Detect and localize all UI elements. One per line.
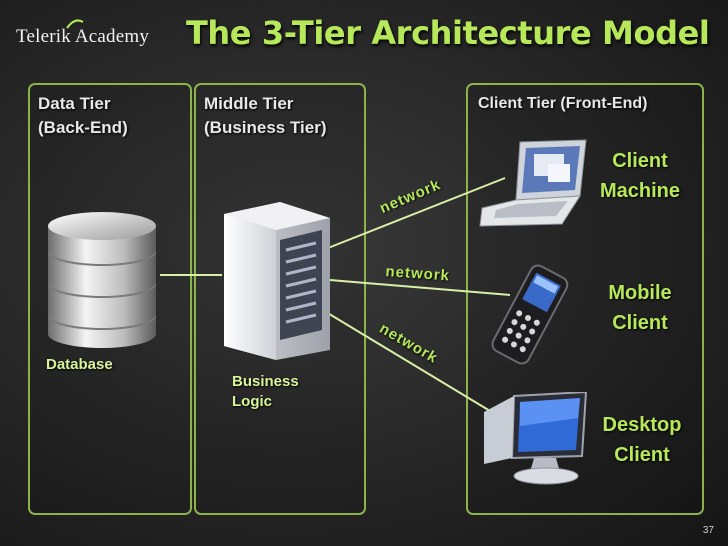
desktop-client-label: Desktop Client (592, 410, 692, 470)
mobile-client-label: Mobile Client (590, 278, 690, 338)
server-tower-icon (218, 200, 336, 362)
database-icon (44, 212, 160, 350)
laptop-icon (476, 138, 588, 230)
business-logic-label: Business Logic (232, 372, 299, 412)
desktop-monitor-icon (478, 392, 590, 488)
mobile-phone-icon (486, 262, 572, 366)
page-number: 37 (703, 525, 714, 536)
database-label: Database (46, 356, 113, 373)
client-machine-label: Client Machine (588, 146, 692, 206)
